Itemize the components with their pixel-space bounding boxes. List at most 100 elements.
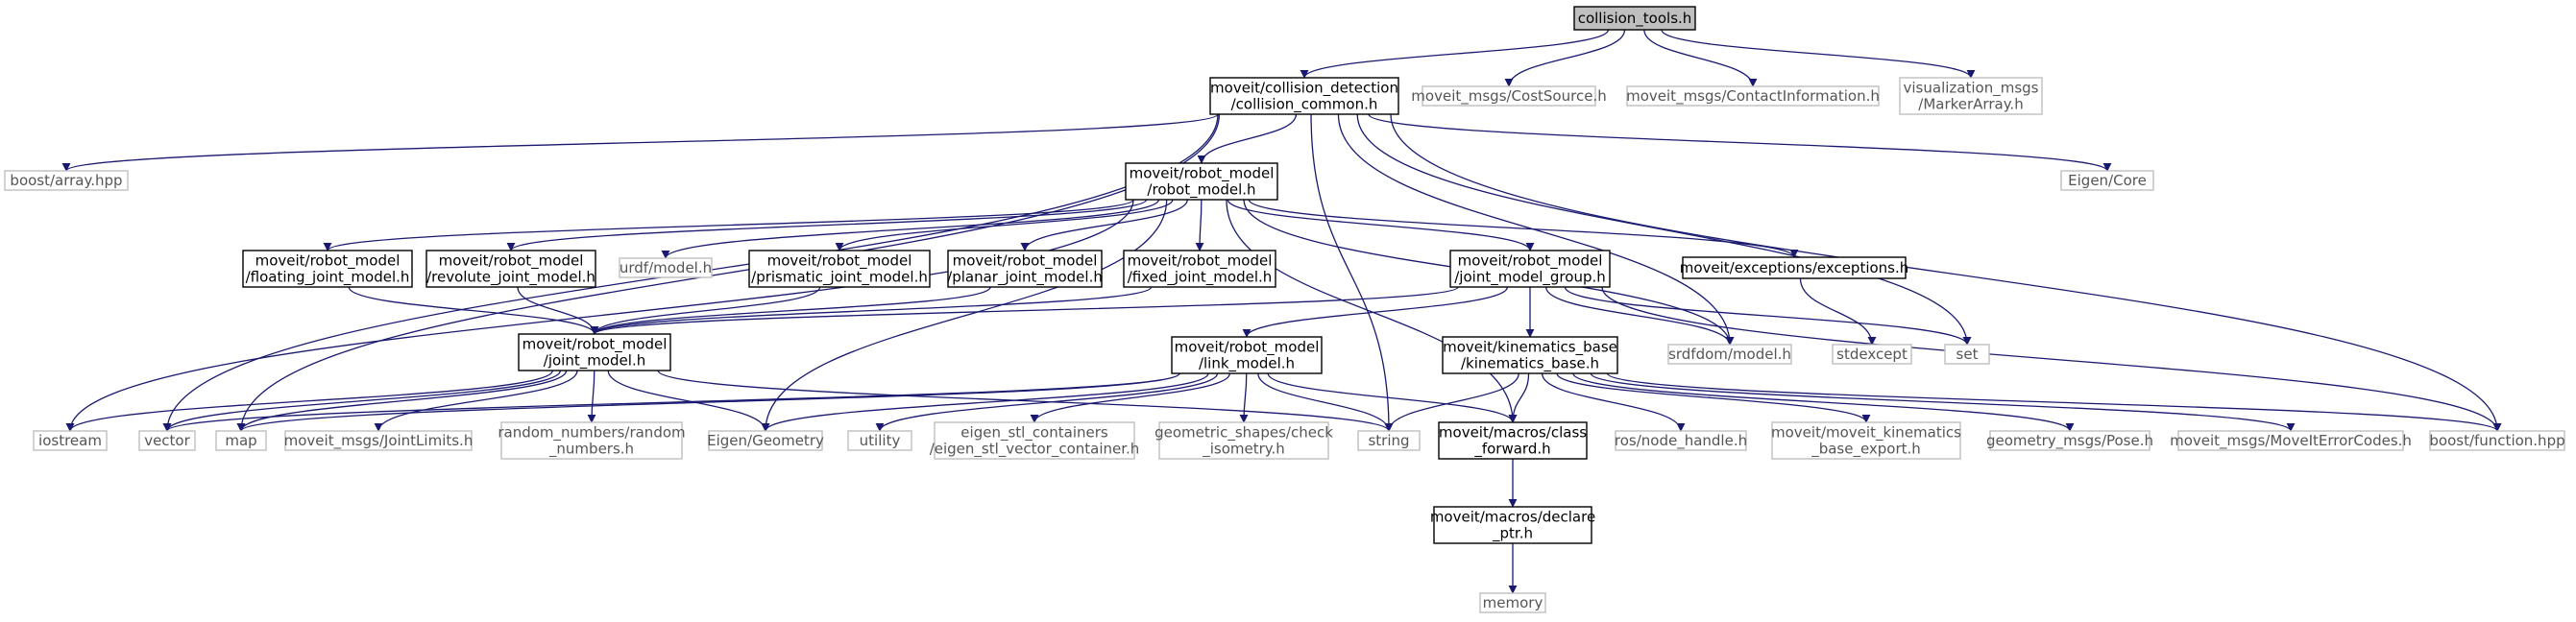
node-label: moveit/robot_model: [767, 252, 912, 271]
edge-lm-to-egeom: [761, 372, 1209, 432]
node-box: [2429, 430, 2565, 451]
node-box: [947, 250, 1103, 288]
edge-jm-to-string: [657, 370, 1394, 432]
node-label: ros/node_handle.h: [1615, 432, 1747, 450]
node-box: [1171, 336, 1323, 374]
edge-rm-to-pljm: [1020, 199, 1188, 251]
node-exc[interactable]: moveit/exceptions/exceptions.h: [1680, 256, 1909, 279]
edge-rm-to-jmg: [1227, 199, 1535, 251]
node-label: moveit_msgs/JointLimits.h: [284, 432, 474, 450]
node-label: moveit/kinematics_base: [1443, 339, 1617, 357]
node-fjm[interactable]: moveit/robot_model/floating_joint_model.…: [242, 250, 413, 288]
edge-lm-to-string: [1257, 372, 1394, 432]
node-label: /floating_joint_model.h: [246, 269, 410, 287]
node-esc: eigen_stl_containers/eigen_stl_vector_co…: [930, 421, 1139, 460]
node-lm[interactable]: moveit/robot_model/link_model.h: [1171, 336, 1323, 374]
edge-root-to-viz: [1661, 29, 1976, 79]
edge-fjm-to-jm: [348, 286, 599, 335]
node-label: Eigen/Core: [2068, 172, 2147, 189]
node-label: moveit/robot_model: [1128, 252, 1273, 271]
node-dp[interactable]: moveit/macros/declare_ptr.h: [1430, 506, 1595, 544]
node-label: /planar_joint_model.h: [947, 269, 1103, 287]
node-label: moveit/robot_model: [1458, 252, 1603, 271]
edge-exc-to-stdexcept: [1799, 277, 1877, 346]
node-label: /robot_model.h: [1147, 181, 1255, 200]
node-set: set: [1944, 344, 1990, 365]
node-label: Eigen/Geometry: [707, 432, 824, 449]
node-box: [1989, 430, 2151, 451]
node-box: [1357, 430, 1421, 451]
node-rm[interactable]: moveit/robot_model/robot_model.h: [1125, 162, 1278, 201]
node-map: map: [215, 430, 267, 451]
node-box: [619, 257, 713, 278]
node-box: [242, 250, 413, 288]
node-box: [748, 250, 931, 288]
dependency-edges: [61, 29, 2502, 594]
edge-jm-to-egeom: [607, 370, 770, 432]
edge-rm-to-cf: [1226, 199, 1518, 423]
node-box: [425, 250, 596, 288]
edge-cc-to-rm: [1197, 113, 1298, 164]
node-pljm[interactable]: moveit/robot_model/planar_joint_model.h: [947, 250, 1103, 288]
node-box: [1682, 256, 1907, 279]
edge-lm-to-cf: [1267, 372, 1518, 423]
node-kb[interactable]: moveit/kinematics_base/kinematics_base.h: [1442, 336, 1618, 374]
node-box: [284, 430, 473, 451]
node-box: [1125, 162, 1278, 201]
node-label: geometry_msgs/Pose.h: [1986, 432, 2153, 450]
node-rjm[interactable]: moveit/robot_model/revolute_joint_model.…: [425, 250, 596, 288]
node-box: [4, 170, 129, 191]
node-pjm[interactable]: moveit/robot_model/prismatic_joint_model…: [748, 250, 931, 288]
edge-root-to-costsrc: [1504, 29, 1626, 87]
node-iostream: iostream: [33, 430, 108, 451]
node-label: /collision_common.h: [1231, 96, 1378, 114]
node-label: moveit_msgs/CostSource.h: [1411, 87, 1606, 106]
node-box: [2060, 170, 2154, 191]
node-jm[interactable]: moveit/robot_model/joint_model.h: [518, 333, 671, 371]
node-label: visualization_msgs: [1904, 80, 2039, 98]
node-cf[interactable]: moveit/macros/class_forward.h: [1438, 421, 1588, 460]
node-label: moveit/exceptions/exceptions.h: [1680, 259, 1909, 276]
node-label: vector: [144, 432, 190, 449]
edge-kb-to-bfunc: [1606, 372, 2502, 432]
node-contact: moveit_msgs/ContactInformation.h: [1626, 85, 1880, 107]
edge-cc-to-set: [1356, 113, 1972, 346]
node-box: [1832, 344, 1912, 365]
edge-rm-to-fjm: [323, 199, 1134, 251]
edge-cc-to-string: [1310, 113, 1394, 432]
edge-rm-to-iostream: [65, 199, 1134, 432]
edge-pjm-to-jm: [590, 286, 821, 335]
node-box: [2177, 430, 2404, 451]
node-label: srdfdom/model.h: [1668, 346, 1791, 363]
node-eigencore: Eigen/Core: [2060, 170, 2154, 191]
node-fxjm[interactable]: moveit/robot_model/fixed_joint_model.h: [1123, 250, 1276, 288]
node-label: moveit_msgs/ContactInformation.h: [1626, 87, 1880, 106]
edge-jmg-to-jm: [590, 286, 1459, 335]
node-label: /joint_model.h: [544, 352, 645, 371]
edge-rm-to-rjm: [506, 199, 1148, 251]
edge-jmg-to-bfunc: [1601, 286, 2502, 432]
node-viz: visualization_msgs/MarkerArray.h: [1899, 77, 2043, 115]
node-box: [1899, 77, 2043, 115]
node-jmg[interactable]: moveit/robot_model/joint_model_group.h: [1449, 250, 1611, 288]
edge-jm-to-jlim: [374, 370, 578, 432]
node-cc[interactable]: moveit/collision_detection/collision_com…: [1209, 77, 1399, 115]
node-label: moveit/robot_model: [1175, 339, 1320, 357]
node-box: [1615, 430, 1747, 451]
node-box: [1422, 85, 1596, 107]
node-box: [1442, 336, 1618, 374]
node-label: moveit/moveit_kinematics: [1771, 424, 1961, 443]
node-label: boost/array.hpp: [10, 172, 122, 189]
edge-cc-to-boostarr: [61, 113, 1219, 172]
node-root[interactable]: collision_tools.h: [1573, 6, 1696, 31]
edge-root-to-contact: [1643, 29, 1758, 87]
node-label: set: [1956, 346, 1979, 363]
edge-jmg-to-set: [1564, 286, 1972, 346]
edge-rm-to-egeom: [761, 199, 1168, 432]
edge-jm-to-rnd: [587, 370, 596, 423]
node-label: /MarkerArray.h: [1918, 96, 2023, 113]
edge-cc-to-bfunc: [1390, 113, 2502, 432]
edge-kb-to-pose: [1572, 372, 2075, 432]
node-srdf: srdfdom/model.h: [1667, 344, 1792, 365]
node-box: [847, 430, 912, 451]
